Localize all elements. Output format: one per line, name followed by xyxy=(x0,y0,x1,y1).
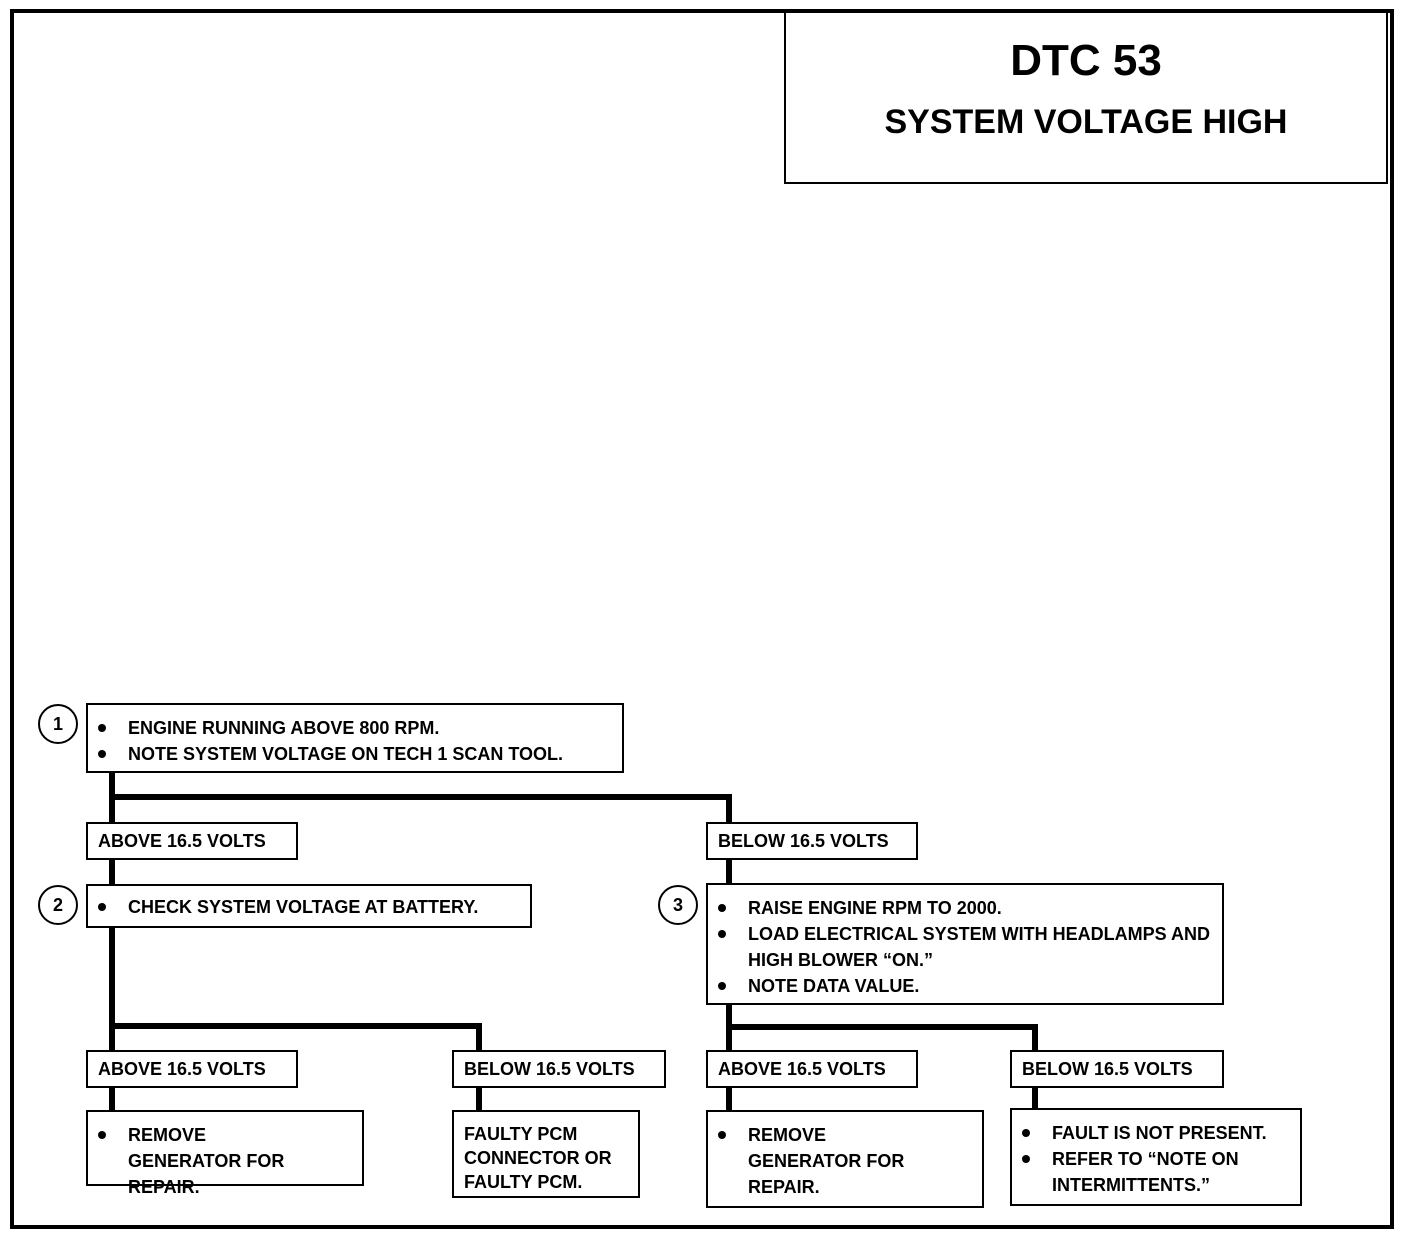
step-2-box: CHECK SYSTEM VOLTAGE AT BATTERY. xyxy=(86,884,532,928)
bullet-icon xyxy=(1022,1155,1030,1163)
outcome-item: REMOVE GENERATOR FOR REPAIR. xyxy=(88,1122,318,1200)
outcome-remove-generator-2: REMOVE GENERATOR FOR REPAIR. xyxy=(706,1110,984,1208)
outcome-remove-generator: REMOVE GENERATOR FOR REPAIR. xyxy=(86,1110,364,1197)
step-2-item: CHECK SYSTEM VOLTAGE AT BATTERY. xyxy=(88,894,530,920)
step-3-item: LOAD ELECTRICAL SYSTEM WITH HEADLAMPS AN… xyxy=(708,921,1222,973)
step-3-item: NOTE DATA VALUE. xyxy=(708,973,1222,999)
outcome-line: FAULTY PCM xyxy=(464,1124,578,1144)
dtc-description: SYSTEM VOLTAGE HIGH xyxy=(884,103,1288,141)
step-3-badge: 3 xyxy=(658,885,698,925)
outcome-faulty-pcm: FAULTY PCM CONNECTOR OR FAULTY PCM. xyxy=(452,1110,640,1198)
step-1-badge: 1 xyxy=(38,704,78,744)
outcome-fault-not-present: FAULT IS NOT PRESENT. REFER TO “NOTE ON … xyxy=(1010,1108,1302,1206)
bullet-icon xyxy=(1022,1129,1030,1137)
connector-step3-right xyxy=(729,1024,1038,1050)
step-1-box: ENGINE RUNNING ABOVE 800 RPM. NOTE SYSTE… xyxy=(86,703,624,773)
dtc-code: DTC 53 xyxy=(1010,36,1162,85)
branch-label: ABOVE 16.5 VOLTS xyxy=(86,822,298,860)
step-3-box: RAISE ENGINE RPM TO 2000. LOAD ELECTRICA… xyxy=(706,883,1224,1005)
bullet-icon xyxy=(718,930,726,938)
connector-step2-right xyxy=(112,1023,482,1050)
outcome-line: FAULTY PCM. xyxy=(464,1172,583,1192)
bullet-icon xyxy=(718,1131,726,1139)
bullet-icon xyxy=(98,724,106,732)
bullet-icon xyxy=(98,1131,106,1139)
branch-label: ABOVE 16.5 VOLTS xyxy=(706,1050,918,1088)
outcome-item: REFER TO “NOTE ON INTERMITTENTS.” xyxy=(1012,1146,1252,1198)
step-2-badge: 2 xyxy=(38,885,78,925)
title-box: DTC 53 SYSTEM VOLTAGE HIGH xyxy=(784,11,1388,184)
bullet-icon xyxy=(98,903,106,911)
outcome-line: CONNECTOR OR xyxy=(464,1148,612,1168)
branch-label: ABOVE 16.5 VOLTS xyxy=(86,1050,298,1088)
branch-label: BELOW 16.5 VOLTS xyxy=(452,1050,666,1088)
connector-step1-right xyxy=(112,794,732,822)
branch-label: BELOW 16.5 VOLTS xyxy=(1010,1050,1224,1088)
outcome-item: REMOVE GENERATOR FOR REPAIR. xyxy=(708,1122,938,1200)
step-3-item: RAISE ENGINE RPM TO 2000. xyxy=(708,895,1222,921)
bullet-icon xyxy=(98,750,106,758)
outcome-item: FAULT IS NOT PRESENT. xyxy=(1012,1120,1300,1146)
bullet-icon xyxy=(718,904,726,912)
step-1-item: NOTE SYSTEM VOLTAGE ON TECH 1 SCAN TOOL. xyxy=(88,741,622,767)
branch-label: BELOW 16.5 VOLTS xyxy=(706,822,918,860)
diagram-frame xyxy=(10,9,1394,1229)
step-1-item: ENGINE RUNNING ABOVE 800 RPM. xyxy=(88,715,622,741)
bullet-icon xyxy=(718,982,726,990)
